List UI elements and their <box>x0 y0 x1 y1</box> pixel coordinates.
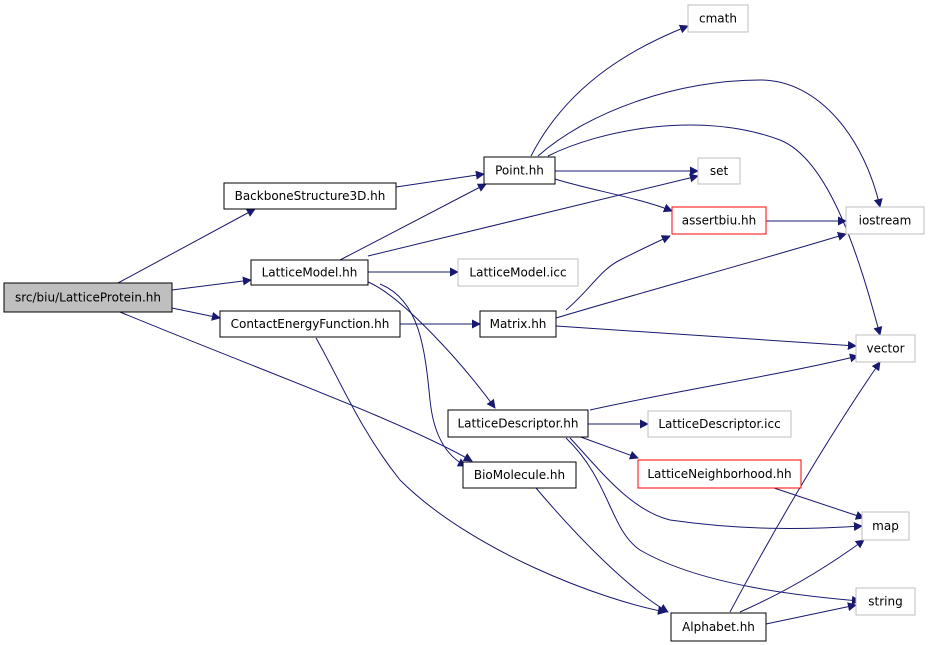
node-backbone-structure-3d-label: BackboneStructure3D.hh <box>235 189 386 203</box>
edges-layer <box>117 24 883 625</box>
node-lattice-descriptor[interactable]: LatticeDescriptor.hh <box>447 409 589 438</box>
edge-contact-energy-function-to-alphabet <box>315 337 667 615</box>
edge-lattice-descriptor-to-map <box>569 437 863 532</box>
edge-matrix-to-vector <box>555 325 857 350</box>
edge-point-to-vector <box>547 124 883 336</box>
edge-backbone-structure-to-point <box>395 170 485 188</box>
node-contact-energy-function[interactable]: ContactEnergyFunction.hh <box>219 310 401 338</box>
node-set[interactable]: set <box>697 157 741 185</box>
edge-lattice-protein-to-bio-molecule <box>119 311 473 462</box>
node-cmath[interactable]: cmath <box>687 4 749 33</box>
edge-bio-molecule-to-alphabet <box>535 487 669 613</box>
node-iostream[interactable]: iostream <box>845 206 925 235</box>
node-lattice-protein[interactable]: src/biu/LatticeProtein.hh <box>3 282 173 313</box>
node-alphabet[interactable]: Alphabet.hh <box>670 612 767 642</box>
edge-matrix-to-assertbiu <box>565 235 671 311</box>
edge-lattice-protein-to-backbone-structure <box>117 208 256 284</box>
edge-lattice-model-to-lattice-descriptor <box>367 281 496 409</box>
edge-matrix-to-iostream <box>555 232 847 319</box>
node-lattice-model-label: LatticeModel.hh <box>262 266 358 280</box>
node-backbone-structure-3d[interactable]: BackboneStructure3D.hh <box>223 182 397 210</box>
node-matrix-label: Matrix.hh <box>490 317 547 331</box>
edge-lattice-descriptor-to-lattice-neighborhood <box>577 435 639 460</box>
node-set-label: set <box>710 164 729 178</box>
node-lattice-descriptor-label: LatticeDescriptor.hh <box>457 417 578 431</box>
edge-point-to-iostream <box>537 79 883 208</box>
node-lattice-model-icc-label: LatticeModel.icc <box>469 266 566 280</box>
node-vector[interactable]: vector <box>855 334 916 363</box>
nodes-layer: src/biu/LatticeProtein.hh BackboneStruct… <box>3 4 925 642</box>
node-bio-molecule[interactable]: BioMolecule.hh <box>462 461 577 489</box>
edge-lattice-descriptor-to-vector <box>589 353 859 411</box>
edge-alphabet-to-map <box>739 539 865 613</box>
node-lattice-protein-label: src/biu/LatticeProtein.hh <box>15 291 161 305</box>
node-matrix[interactable]: Matrix.hh <box>479 310 557 338</box>
node-alphabet-label: Alphabet.hh <box>682 620 755 634</box>
node-lattice-descriptor-icc-label: LatticeDescriptor.icc <box>658 417 780 431</box>
node-lattice-model[interactable]: LatticeModel.hh <box>250 259 369 286</box>
node-point-label: Point.hh <box>495 164 544 178</box>
edge-lattice-model-to-bio-molecule <box>379 283 467 467</box>
node-string[interactable]: string <box>855 587 916 616</box>
edge-alphabet-to-vector <box>729 361 881 613</box>
node-assertbiu-label: assertbiu.hh <box>682 214 756 228</box>
edge-lattice-model-to-set <box>367 173 699 257</box>
node-point[interactable]: Point.hh <box>483 156 556 185</box>
edge-point-to-cmath <box>530 24 689 157</box>
node-lattice-neighborhood[interactable]: LatticeNeighborhood.hh <box>637 459 802 489</box>
node-bio-molecule-label: BioMolecule.hh <box>474 468 565 482</box>
edge-lattice-neighborhood-to-map <box>773 487 865 520</box>
node-string-label: string <box>868 595 902 609</box>
node-map-label: map <box>872 519 899 533</box>
edge-lattice-model-to-point <box>339 183 487 261</box>
node-cmath-label: cmath <box>699 12 737 26</box>
edge-lattice-protein-to-lattice-model <box>171 276 252 291</box>
node-lattice-descriptor-icc[interactable]: LatticeDescriptor.icc <box>647 410 792 438</box>
node-contact-energy-function-label: ContactEnergyFunction.hh <box>231 317 390 331</box>
node-lattice-model-icc[interactable]: LatticeModel.icc <box>457 258 579 287</box>
node-iostream-label: iostream <box>859 214 912 228</box>
edge-lattice-descriptor-to-string <box>565 437 861 605</box>
edge-lattice-protein-to-contact-energy-function <box>171 307 221 321</box>
edge-alphabet-to-string <box>765 602 857 625</box>
node-map[interactable]: map <box>861 511 910 541</box>
node-assertbiu[interactable]: assertbiu.hh <box>671 206 767 235</box>
node-vector-label: vector <box>866 342 904 356</box>
edge-point-to-assertbiu <box>554 178 673 213</box>
node-lattice-neighborhood-label: LatticeNeighborhood.hh <box>647 467 791 481</box>
